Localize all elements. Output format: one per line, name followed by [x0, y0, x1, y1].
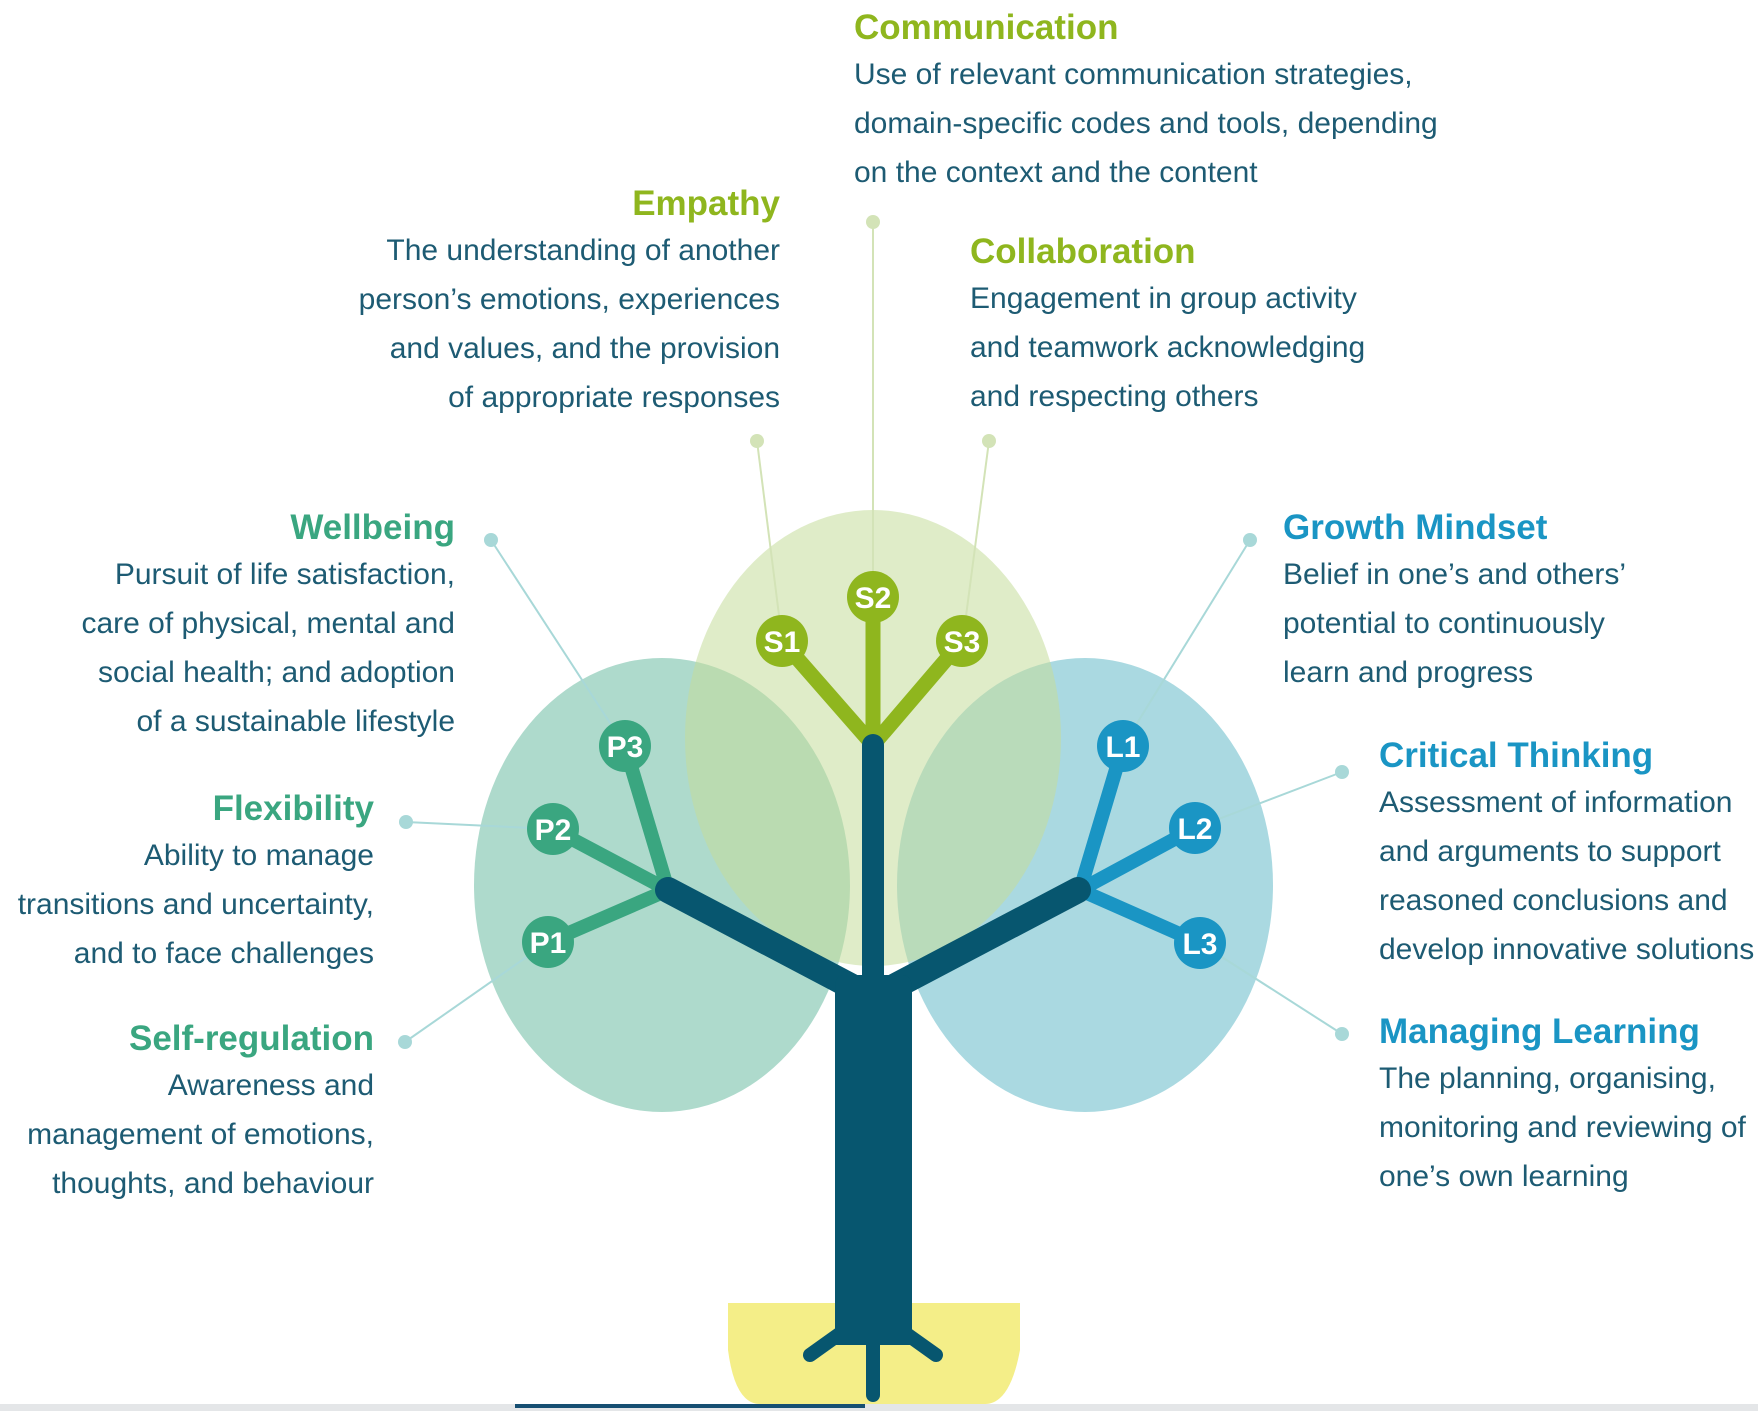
collaboration-title: Collaboration [970, 232, 1196, 271]
node-P2: P2 [527, 803, 579, 855]
managing-learning-label-block: Managing Learning The planning, organisi… [1379, 1010, 1758, 1201]
communication-label-block: Communication Use of relevant communicat… [854, 6, 1454, 197]
communication-description: Use of relevant communication strategies… [854, 58, 1438, 189]
node-S1: S1 [756, 615, 808, 667]
node-P1-label: P1 [530, 927, 567, 960]
node-S2: S2 [847, 571, 899, 623]
growth-mindset-title: Growth Mindset [1283, 508, 1548, 547]
self-regulation-description: Awareness and management of emotions, th… [27, 1069, 374, 1200]
collaboration-label-block: Collaboration Engagement in group activi… [970, 230, 1420, 421]
empathy-title: Empathy [632, 184, 780, 223]
critical-thinking-label-block: Critical Thinking Assessment of informat… [1379, 734, 1758, 974]
node-P1: P1 [522, 916, 574, 968]
critical-thinking-description: Assessment of information and arguments … [1379, 786, 1755, 966]
collaboration-description: Engagement in group activity and teamwor… [970, 282, 1366, 413]
node-L1-label: L1 [1105, 731, 1140, 764]
flexibility-description: Ability to manage transitions and uncert… [17, 839, 374, 970]
node-L3: L3 [1174, 917, 1226, 969]
node-L3-label: L3 [1182, 928, 1217, 961]
self-regulation-title: Self-regulation [128, 1019, 374, 1058]
critical-thinking-title: Critical Thinking [1379, 736, 1654, 775]
growth-mindset-label-block: Growth Mindset Belief in one’s and other… [1283, 506, 1743, 697]
node-S1-label: S1 [764, 626, 801, 659]
growth-mindset-description: Belief in one’s and others’ potential to… [1283, 558, 1627, 689]
wellbeing-label-block: Wellbeing Pursuit of life satisfaction, … [20, 506, 455, 746]
node-P3: P3 [599, 720, 651, 772]
flexibility-title: Flexibility [212, 789, 374, 828]
bottom-divider-accent [515, 1404, 865, 1408]
managing-learning-description: The planning, organising, monitoring and… [1379, 1062, 1746, 1193]
node-L2: L2 [1169, 802, 1221, 854]
node-S2-label: S2 [855, 582, 892, 615]
wellbeing-title: Wellbeing [290, 508, 455, 547]
node-S3-label: S3 [944, 626, 981, 659]
empathy-description: The understanding of another person’s em… [358, 234, 780, 414]
node-S3: S3 [936, 615, 988, 667]
node-P3-label: P3 [607, 731, 644, 764]
connector-dots [398, 215, 1349, 1049]
flexibility-label-block: Flexibility Ability to manage transition… [0, 787, 374, 978]
communication-title: Communication [854, 8, 1119, 47]
node-L1: L1 [1097, 720, 1149, 772]
wellbeing-description: Pursuit of life satisfaction, care of ph… [81, 558, 455, 738]
self-regulation-label-block: Self-regulation Awareness and management… [0, 1017, 374, 1208]
node-L2-label: L2 [1177, 813, 1212, 846]
node-P2-label: P2 [535, 814, 572, 847]
connector-lines [404, 222, 1343, 1043]
bottom-divider [0, 1404, 1758, 1411]
managing-learning-title: Managing Learning [1379, 1012, 1700, 1051]
trunk-body [835, 975, 912, 1345]
empathy-label-block: Empathy The understanding of another per… [330, 182, 780, 422]
